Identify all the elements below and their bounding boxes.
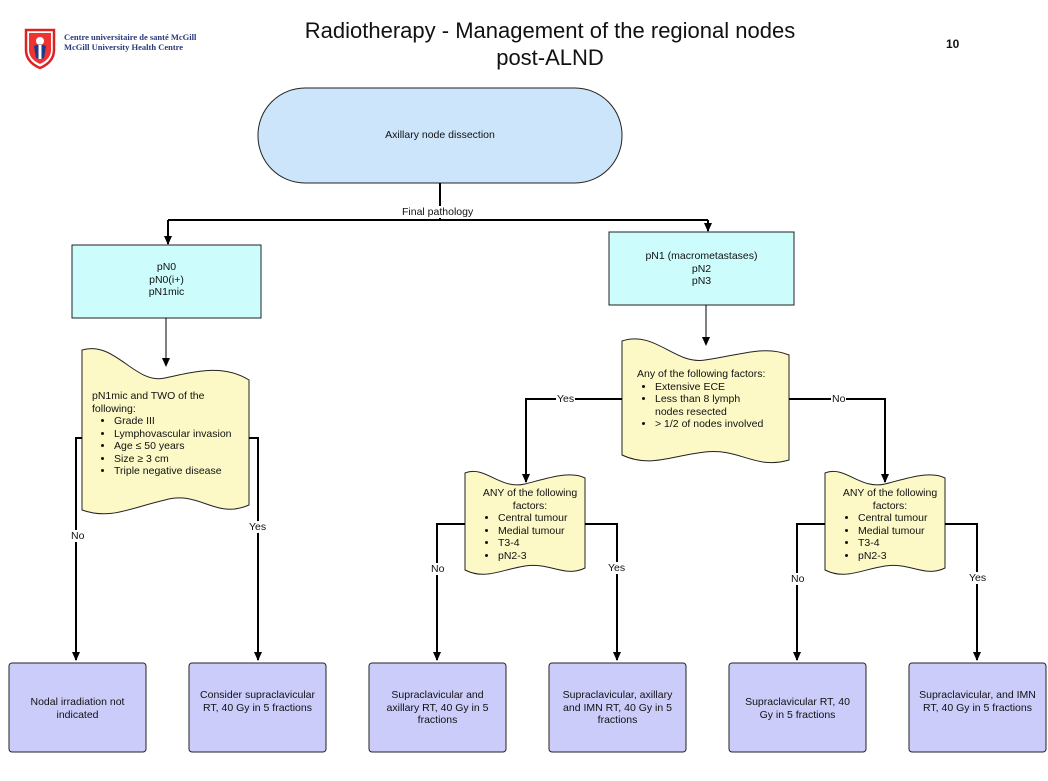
left-decision-text: pN1mic and TWO of the following: Grade I… (92, 390, 242, 478)
list-item: Age ≤ 50 years (114, 440, 242, 453)
mid-decision-a-text: ANY of the following factors: Central tu… (476, 487, 584, 562)
outcome-text-4: Supraclavicular, axillary and IMN RT, 40… (562, 689, 673, 726)
organization-name: Centre universitaire de santé McGill McG… (64, 32, 196, 52)
mid-decision-a-shape (464, 470, 586, 575)
mid-decision-a-heading: ANY of the following factors: (482, 487, 578, 512)
edge-label-no: No (790, 573, 806, 585)
title-line-2: post-ALND (496, 45, 604, 70)
mcgill-logo (20, 26, 60, 70)
list-item: Less than 8 lymph nodes resected (655, 393, 755, 418)
outcome-text-1: Nodal irradiation not indicated (30, 696, 125, 721)
outcome-box-6 (908, 662, 1047, 753)
list-item: > 1/2 of nodes involved (655, 418, 785, 431)
list-item: Medial tumour (498, 525, 584, 538)
list-item: pN2-3 (498, 550, 584, 563)
mid-decision-a-list: Central tumour Medial tumour T3-4 pN2-3 (476, 512, 584, 562)
page-title: Radiotherapy - Management of the regiona… (250, 17, 850, 71)
org-line-1: Centre universitaire de santé McGill (64, 32, 197, 42)
pn0-line-2: pN0(i+) (149, 273, 184, 286)
list-item: Central tumour (498, 512, 584, 525)
page-number: 10 (946, 37, 960, 51)
pn0-line-3: pN1mic (148, 286, 185, 298)
list-item: T3-4 (858, 537, 944, 550)
list-item: pN2-3 (858, 550, 944, 563)
outcome-text-2: Consider supraclavicular RT, 40 Gy in 5 … (200, 689, 315, 714)
start-label: Axillary node dissection (385, 129, 495, 141)
mid-decision-b-list: Central tumour Medial tumour T3-4 pN2-3 (836, 512, 944, 562)
edge-label-yes: Yes (556, 393, 576, 405)
shield-icon (24, 28, 56, 70)
outcome-text-5: Supraclavicular RT, 40 Gy in 5 fractions (745, 696, 850, 721)
left-decision-shape (81, 348, 250, 515)
edge-label-yes: Yes (248, 521, 268, 533)
left-decision-list: Grade III Lymphovascular invasion Age ≤ … (92, 415, 242, 478)
outcome-box-4 (548, 662, 687, 753)
list-item: Extensive ECE (655, 381, 755, 394)
connectors (72, 183, 981, 661)
right-decision-shape (621, 338, 790, 464)
pn1-line-2: pN2 (691, 262, 712, 275)
pn1-line-1: pN1 (macrometastases) (645, 250, 758, 262)
title-line-1: Radiotherapy - Management of the regiona… (304, 18, 796, 43)
edge-label-yes: Yes (968, 572, 988, 584)
edge-label-no: No (430, 563, 446, 575)
outcome-box-1 (8, 662, 147, 753)
outcome-box-3 (368, 662, 507, 753)
list-item: Grade III (114, 415, 242, 428)
right-decision-heading: Any of the following factors: (637, 368, 766, 380)
final-pathology-label: Final pathology (401, 206, 475, 218)
list-item: Central tumour (858, 512, 944, 525)
edge-label-no: No (831, 393, 847, 405)
outcome-box-5 (728, 662, 867, 753)
right-decision-list: Extensive ECE Less than 8 lymph nodes re… (637, 381, 763, 431)
list-item: Medial tumour (858, 525, 944, 538)
left-decision-heading: pN1mic and TWO of the following: (92, 390, 205, 415)
pn0-box (71, 244, 262, 319)
edge-label-yes: Yes (607, 562, 627, 574)
edge-label-no: No (70, 530, 86, 542)
pn0-text: pN0 pN0(i+) pN1mic (72, 261, 261, 299)
outcome-box-2 (188, 662, 327, 753)
mid-decision-b-text: ANY of the following factors: Central tu… (836, 487, 944, 562)
pn1-text: pN1 (macrometastases) pN2 pN3 (609, 250, 794, 288)
org-line-2: McGill University Health Centre (64, 42, 184, 52)
pn1-line-3: pN3 (691, 275, 712, 287)
list-item: Size ≥ 3 cm (114, 453, 242, 466)
list-item: Lymphovascular invasion (114, 428, 242, 441)
pn1-box (608, 231, 795, 306)
mid-decision-b-heading: ANY of the following factors: (842, 487, 938, 512)
list-item: T3-4 (498, 537, 584, 550)
list-item: Triple negative disease (114, 465, 242, 478)
outcome-text-3: Supraclavicular and axillary RT, 40 Gy i… (386, 689, 489, 726)
pn0-line-1: pN0 (156, 261, 177, 273)
right-decision-text: Any of the following factors: Extensive … (637, 368, 787, 431)
mid-decision-b-shape (824, 470, 946, 575)
outcome-text-6: Supraclavicular, and IMN RT, 40 Gy in 5 … (919, 689, 1036, 714)
